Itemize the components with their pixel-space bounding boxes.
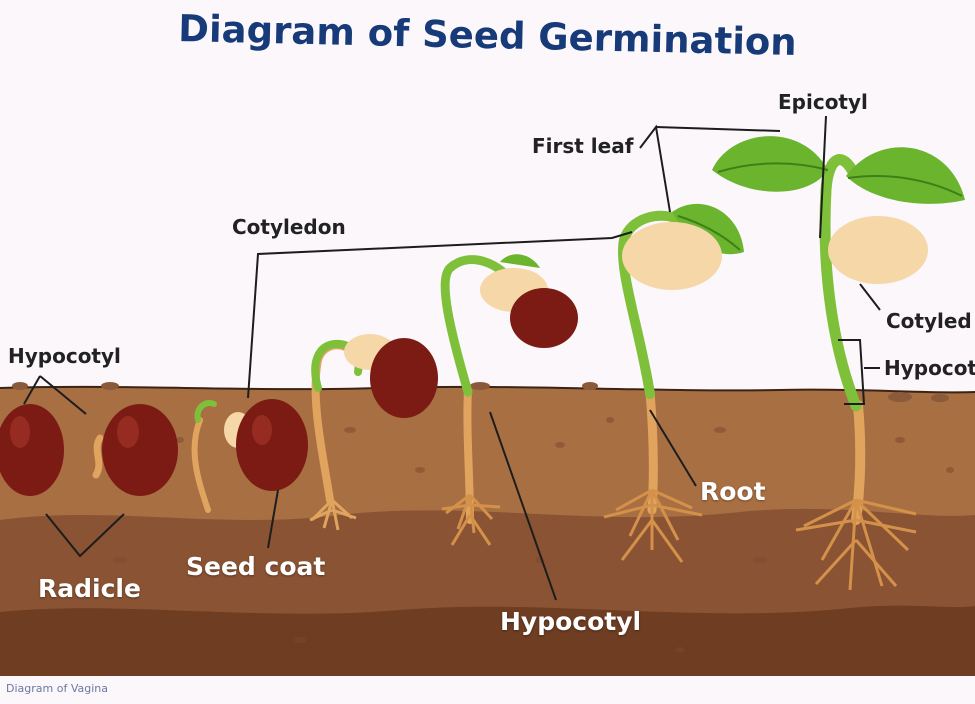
seed-stage-6	[603, 203, 744, 563]
leader-seed-coat	[267, 489, 279, 549]
label-radicle: Radicle	[38, 574, 141, 603]
footer-caption: Diagram of Vagina	[6, 682, 108, 695]
seed-stage-5	[440, 254, 578, 546]
leader-cotyledon-right	[859, 283, 881, 311]
label-seed-coat: Seed coat	[186, 552, 326, 581]
leader-hypocotyl-left	[23, 375, 87, 415]
soil-surface-line	[0, 385, 975, 394]
label-epicotyl: Epicotyl	[778, 90, 868, 114]
label-first-leaf: First leaf	[532, 134, 634, 158]
seed-stage-2	[92, 404, 178, 496]
label-cotyledon: Cotyledon	[232, 215, 346, 239]
leader-hypocotyl-right	[838, 339, 880, 405]
leader-radicle	[45, 513, 125, 558]
label-hypocotyl-left: Hypocotyl	[8, 344, 121, 368]
label-cotyledon-right: Cotyled	[886, 309, 972, 333]
seed-stage-4	[309, 334, 438, 531]
leader-epicotyl-bracket	[655, 126, 781, 132]
seed-stage-3	[191, 399, 308, 513]
label-hypocotyl-bottom: Hypocotyl	[500, 607, 642, 636]
seed-stage-7	[712, 136, 965, 591]
surface-pebbles	[12, 382, 949, 402]
leader-cotyledon	[247, 231, 633, 399]
leader-root	[649, 409, 697, 487]
leader-hypocotyl-bottom	[489, 411, 557, 601]
footer-strip	[0, 676, 975, 704]
leader-epicotyl	[819, 115, 827, 239]
label-root: Root	[700, 477, 766, 506]
seed-stage-1	[0, 404, 64, 496]
label-hypocotyl-right: Hypocot	[884, 356, 975, 380]
leader-first-leaf	[639, 124, 671, 213]
soil-pebbles	[35, 417, 954, 653]
leader-lines	[23, 115, 881, 601]
